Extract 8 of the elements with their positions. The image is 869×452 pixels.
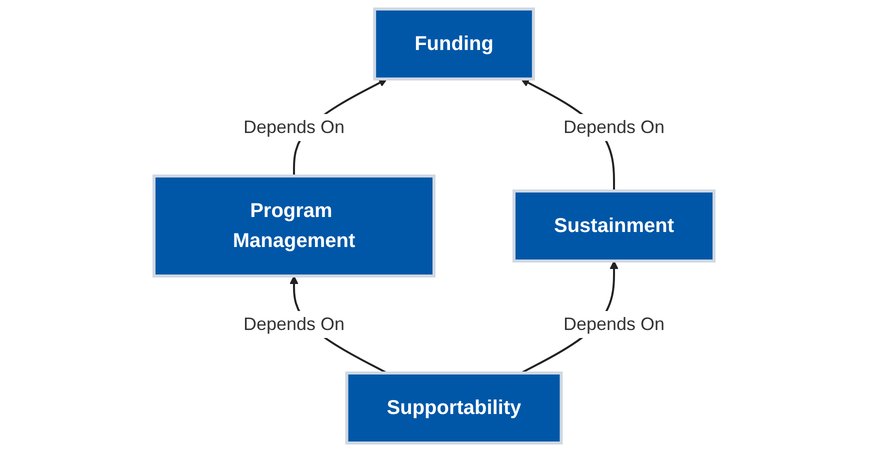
node-box: Funding — [374, 8, 536, 80]
node-box: Supportability — [346, 372, 564, 444]
node-box: Sustainment — [512, 190, 716, 262]
edge-label: Depends On — [564, 117, 666, 137]
edge-label: Depends On — [244, 314, 346, 334]
edge-label: Depends On — [244, 117, 346, 137]
node-box: Program Management — [152, 174, 436, 278]
edge-label: Depends On — [564, 314, 666, 334]
